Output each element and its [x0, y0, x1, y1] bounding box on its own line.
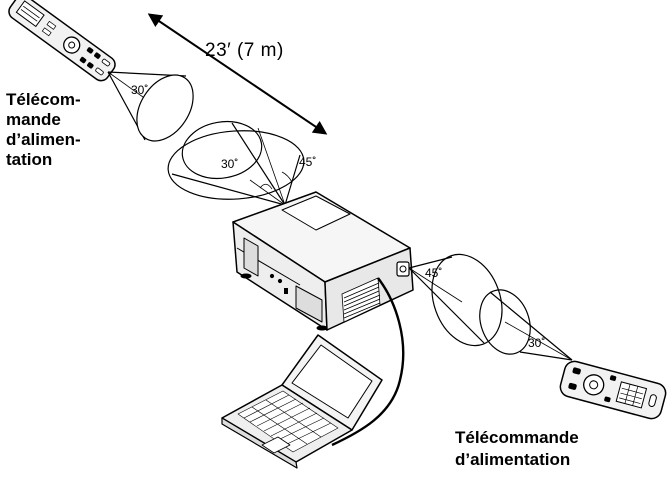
side-reception-cones — [408, 253, 573, 361]
remote-label-left-line-2: mande — [6, 110, 61, 129]
distance-arrow — [147, 13, 328, 135]
remote-label-right-line-2: d’alimentation — [455, 450, 571, 469]
projector-front-reception-cones — [167, 120, 305, 206]
remote-label-right: Télécommande d’alimentation — [455, 427, 665, 471]
remote-label-left: Télécom- mande d’alimen- tation — [6, 90, 116, 170]
remote-label-right-line-1: Télécommande — [455, 428, 579, 447]
distance-label: 23′ (7 m) — [205, 40, 284, 61]
remote-label-left-line-3: d’alimen- — [6, 130, 81, 149]
projector-icon — [232, 191, 414, 331]
remote-label-left-line-4: tation — [6, 150, 53, 169]
angle-label-projector-horizontal: 30˚ — [221, 157, 239, 171]
angle-label-projector-vertical: 45˚ — [299, 155, 317, 169]
laptop-cable — [331, 277, 405, 447]
right-remote-control-icon — [559, 360, 667, 420]
angle-label-left-remote: 30˚ — [131, 83, 149, 97]
left-remote-control-icon — [8, 0, 116, 82]
angle-label-right-remote: 30˚ — [528, 336, 546, 350]
laptop-computer-icon — [221, 334, 383, 469]
remote-label-left-line-1: Télécom- — [6, 90, 81, 109]
left-remote-beam — [107, 71, 194, 142]
angle-label-side-receiver: 45˚ — [425, 266, 443, 280]
